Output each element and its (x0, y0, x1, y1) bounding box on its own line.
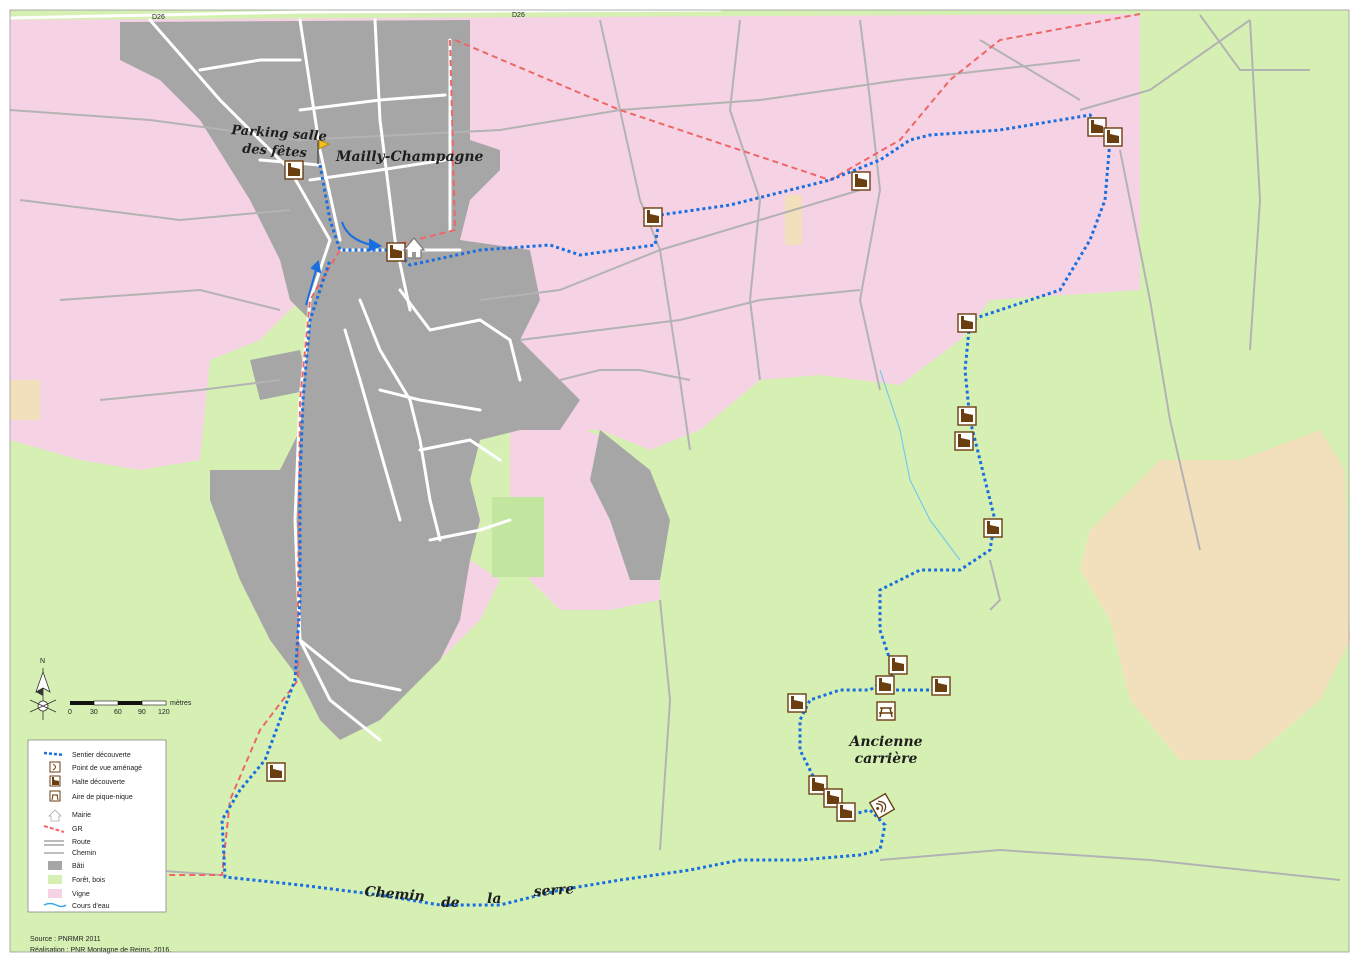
legend-swatch-road (44, 840, 64, 846)
stream (879, 369, 961, 561)
legend-swatch-picnic (49, 790, 61, 802)
legend-swatch-gr (43, 825, 65, 833)
halt-icon (836, 802, 856, 822)
legend-swatch-halt (49, 775, 61, 787)
halt-icon (643, 207, 663, 227)
path-label-word3: la (487, 891, 501, 907)
scale-tick: 90 (138, 709, 146, 716)
legend-swatch-trail (43, 751, 65, 757)
halt-icon (957, 313, 977, 333)
direction-arrows (305, 221, 383, 306)
legend-label-track: Chemin (72, 850, 96, 857)
viewpoint-icon (868, 792, 896, 820)
scale-unit: mètres (170, 700, 192, 707)
legend-swatch-vineyard (48, 889, 62, 898)
scale-tick: 60 (114, 709, 122, 716)
parking-label-line1: Parking salle (230, 123, 327, 145)
legend-label-forest: Forêt, bois (72, 877, 106, 884)
legend-swatch-forest (48, 875, 62, 884)
halt-icon (266, 762, 286, 782)
legend-label-viewpoint: Point de vue aménagé (72, 765, 142, 772)
halt-icon (931, 676, 951, 696)
halt-icon (1103, 127, 1123, 147)
roads (8, 8, 722, 742)
credit-source: Source : PNRMR 2011 (30, 936, 101, 943)
legend-label-stream: Cours d'eau (72, 903, 110, 910)
village-label: Mailly-Champagne (335, 149, 484, 165)
halt-icon (983, 518, 1003, 538)
halt-icon (888, 655, 908, 675)
quarry-label-line1: Ancienne (847, 734, 922, 750)
scale-bar: 0 30 60 90 120 mètres (68, 700, 192, 716)
parking-label-line2: des fêtes (242, 142, 308, 162)
road-label-d26: D26 (512, 12, 525, 19)
legend-swatch-built (48, 861, 62, 870)
halt-icon (386, 242, 406, 262)
credit-realisation: Réalisation : PNR Montagne de Reims, 201… (30, 947, 171, 954)
picnic-icon (876, 701, 896, 721)
legend-swatch-stream (43, 902, 67, 908)
halt-icon (787, 693, 807, 713)
scale-tick: 30 (90, 709, 98, 716)
forest-patch (492, 497, 544, 577)
townhall-icon (402, 237, 426, 259)
legend-label-trail: Sentier découverte (72, 752, 131, 759)
halt-icon (954, 431, 974, 451)
halt-icon (851, 171, 871, 191)
legend-label-halt: Halte découverte (72, 779, 125, 786)
halt-icon (875, 675, 895, 695)
legend-swatch-townhall (48, 809, 62, 822)
legend-label-built: Bâti (72, 863, 85, 870)
north-label: N (40, 658, 45, 665)
legend-swatch-viewpoint (49, 761, 61, 773)
legend-label-gr: GR (72, 826, 83, 833)
path-label-word2: de (441, 895, 460, 911)
path-label-word4: serre (533, 881, 575, 900)
legend-label-vineyard: Vigne (72, 891, 90, 898)
scale-tick: 0 (68, 709, 72, 716)
north-arrow: N (29, 658, 57, 720)
map-frame (9, 9, 1350, 953)
path-label-word1: Chemin (364, 884, 426, 905)
parking-flag-icon (317, 139, 330, 164)
legend-label-townhall: Mairie (72, 812, 91, 819)
built-areas (120, 20, 670, 740)
quarry-label-line2: carrière (855, 751, 918, 767)
legend-label-road: Route (72, 839, 91, 846)
field-areas (10, 195, 1350, 760)
road-label-d26: D26 (152, 14, 165, 21)
legend: Sentier découverte Point de vue aménagé … (27, 739, 167, 913)
halt-icon (957, 406, 977, 426)
scale-tick: 120 (158, 709, 170, 716)
legend-label-picnic: Aire de pique-nique (72, 794, 133, 801)
halt-icon (284, 160, 304, 180)
